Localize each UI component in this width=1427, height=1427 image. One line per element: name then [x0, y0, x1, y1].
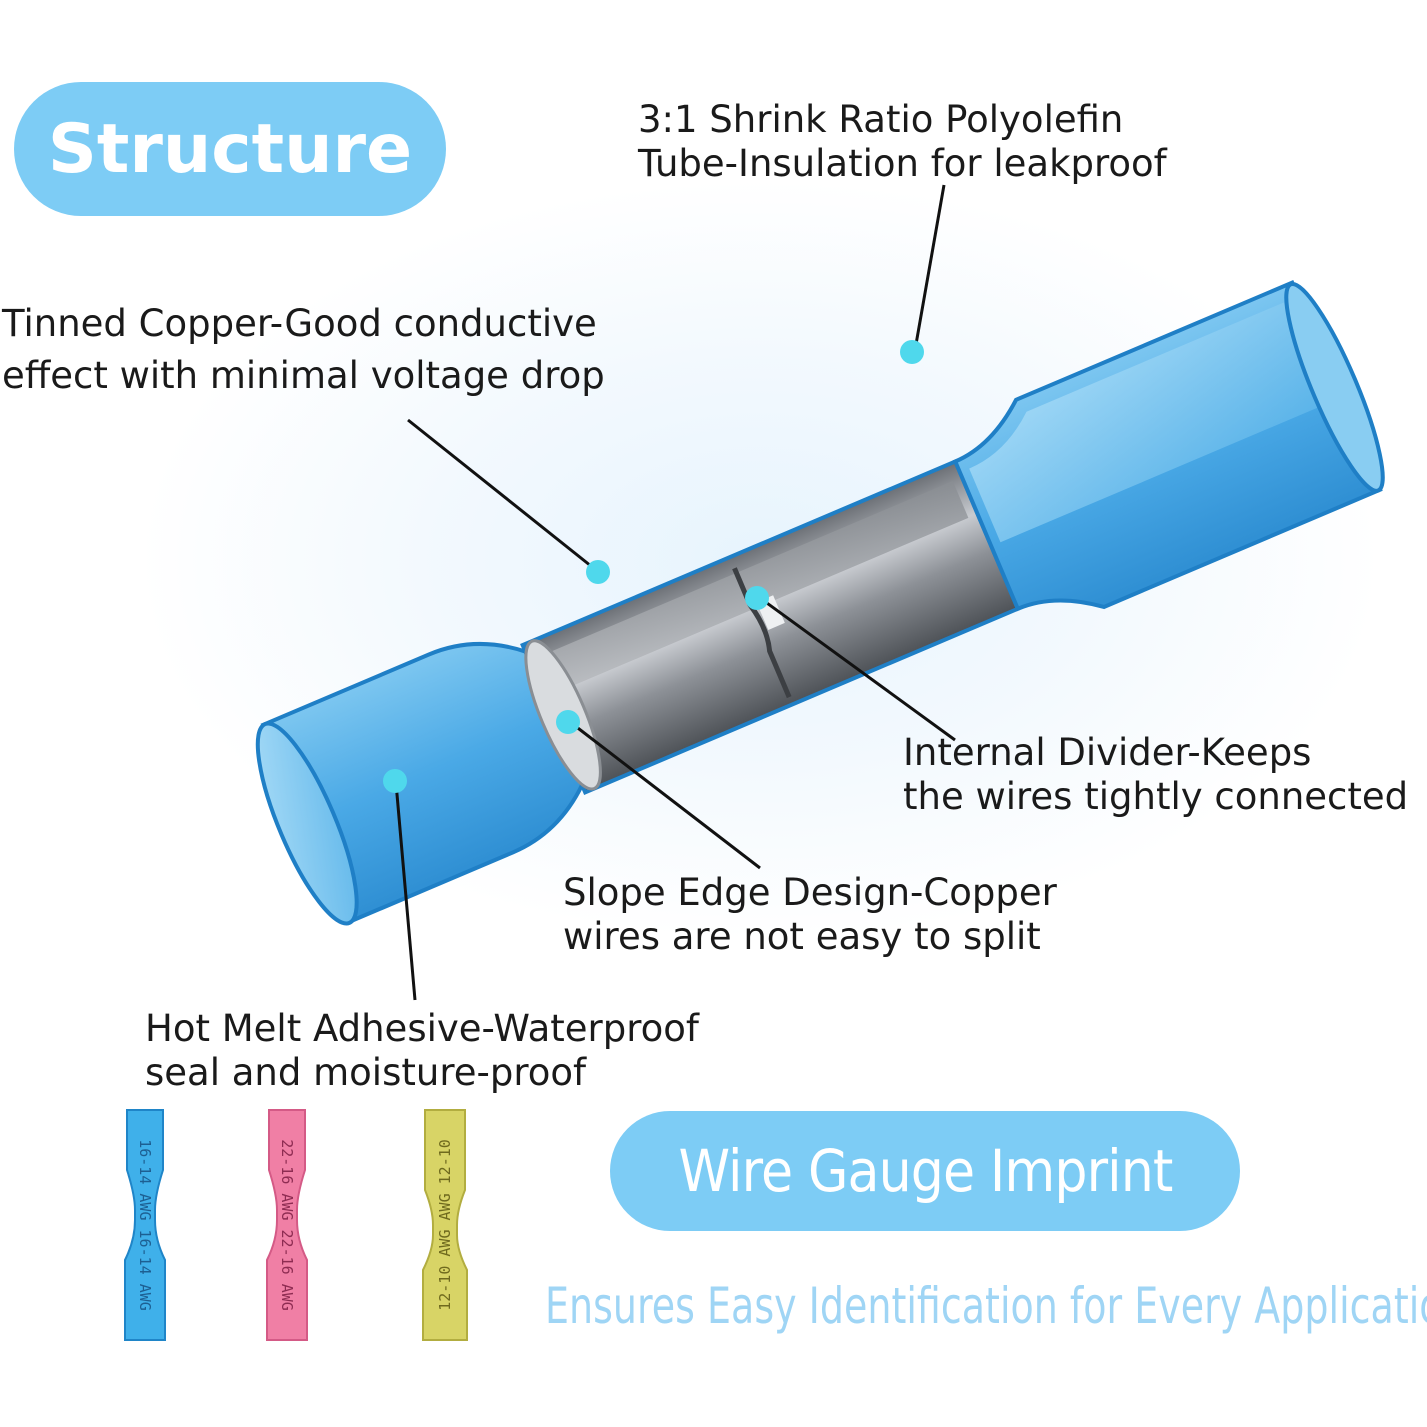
label-hot-melt: Hot Melt Adhesive-Waterproof seal and mo…	[145, 1007, 699, 1095]
label-shrink-ratio-line2: Tube-Insulation for leakproof	[638, 142, 1167, 185]
imprint-bottom: 16-14 AWG	[136, 1229, 154, 1311]
label-tinned-copper-line1: Tinned Copper-Good conductive	[2, 302, 597, 345]
connector-yellow	[422, 1109, 468, 1341]
structure-title: Structure	[47, 109, 413, 189]
tube-right-inner	[969, 300, 1332, 543]
wire-gauge-pill: Wire Gauge Imprint	[610, 1111, 1240, 1231]
label-slope-edge: Slope Edge Design-Copper wires are not e…	[563, 871, 1057, 959]
imprint-bottom: 22-16 AWG	[278, 1229, 296, 1311]
label-slope-edge-line1: Slope Edge Design-Copper	[563, 871, 1057, 914]
imprint-top: 16-14	[136, 1139, 154, 1185]
label-internal-divider-line1: Internal Divider-Keeps	[903, 731, 1312, 774]
connector-red	[266, 1109, 308, 1341]
label-tinned-copper-line2: effect with minimal voltage drop	[2, 354, 605, 397]
marker-dot-shrink	[900, 340, 924, 364]
label-shrink-ratio-line1: 3:1 Shrink Ratio Polyolefin	[638, 98, 1124, 141]
leader-hotmelt	[394, 782, 417, 1001]
marker-dot-divider	[745, 586, 769, 610]
marker-dot-tinned	[586, 560, 610, 584]
tube-right-opening	[1284, 281, 1385, 493]
marker-dot-hotmelt	[383, 769, 407, 793]
structure-title-pill: Structure	[14, 82, 446, 216]
leader-tinned	[407, 418, 597, 572]
imprint-mid: AWG	[278, 1193, 296, 1221]
wire-gauge-title: Wire Gauge Imprint	[677, 1137, 1173, 1205]
label-shrink-ratio: 3:1 Shrink Ratio Polyolefin Tube-Insulat…	[638, 98, 1167, 186]
imprint-bottom: 12-10 AWG	[436, 1229, 454, 1311]
tube-left-opening	[255, 721, 359, 926]
tagline: Ensures Easy Identification for Every Ap…	[545, 1270, 1427, 1342]
label-internal-divider: Internal Divider-Keeps the wires tightly…	[903, 731, 1408, 819]
label-slope-edge-line2: wires are not easy to split	[563, 915, 1041, 958]
leader-slope	[569, 720, 761, 870]
leader-shrink	[913, 184, 946, 351]
connector-blue	[124, 1109, 166, 1341]
leader-divider	[759, 596, 956, 742]
tagline-text: Ensures Easy Identification for Every Ap…	[545, 1277, 1427, 1335]
imprint-top: AWG 12-10	[436, 1139, 454, 1221]
label-tinned-copper: Tinned Copper-Good conductive effect wit…	[2, 298, 605, 402]
label-hot-melt-line1: Hot Melt Adhesive-Waterproof	[145, 1007, 699, 1050]
label-internal-divider-line2: the wires tightly connected	[903, 775, 1409, 818]
imprint-top: 22-16	[278, 1139, 296, 1185]
imprint-mid: AWG	[136, 1193, 154, 1221]
label-hot-melt-line2: seal and moisture-proof	[145, 1051, 587, 1094]
marker-dot-slope	[556, 710, 580, 734]
